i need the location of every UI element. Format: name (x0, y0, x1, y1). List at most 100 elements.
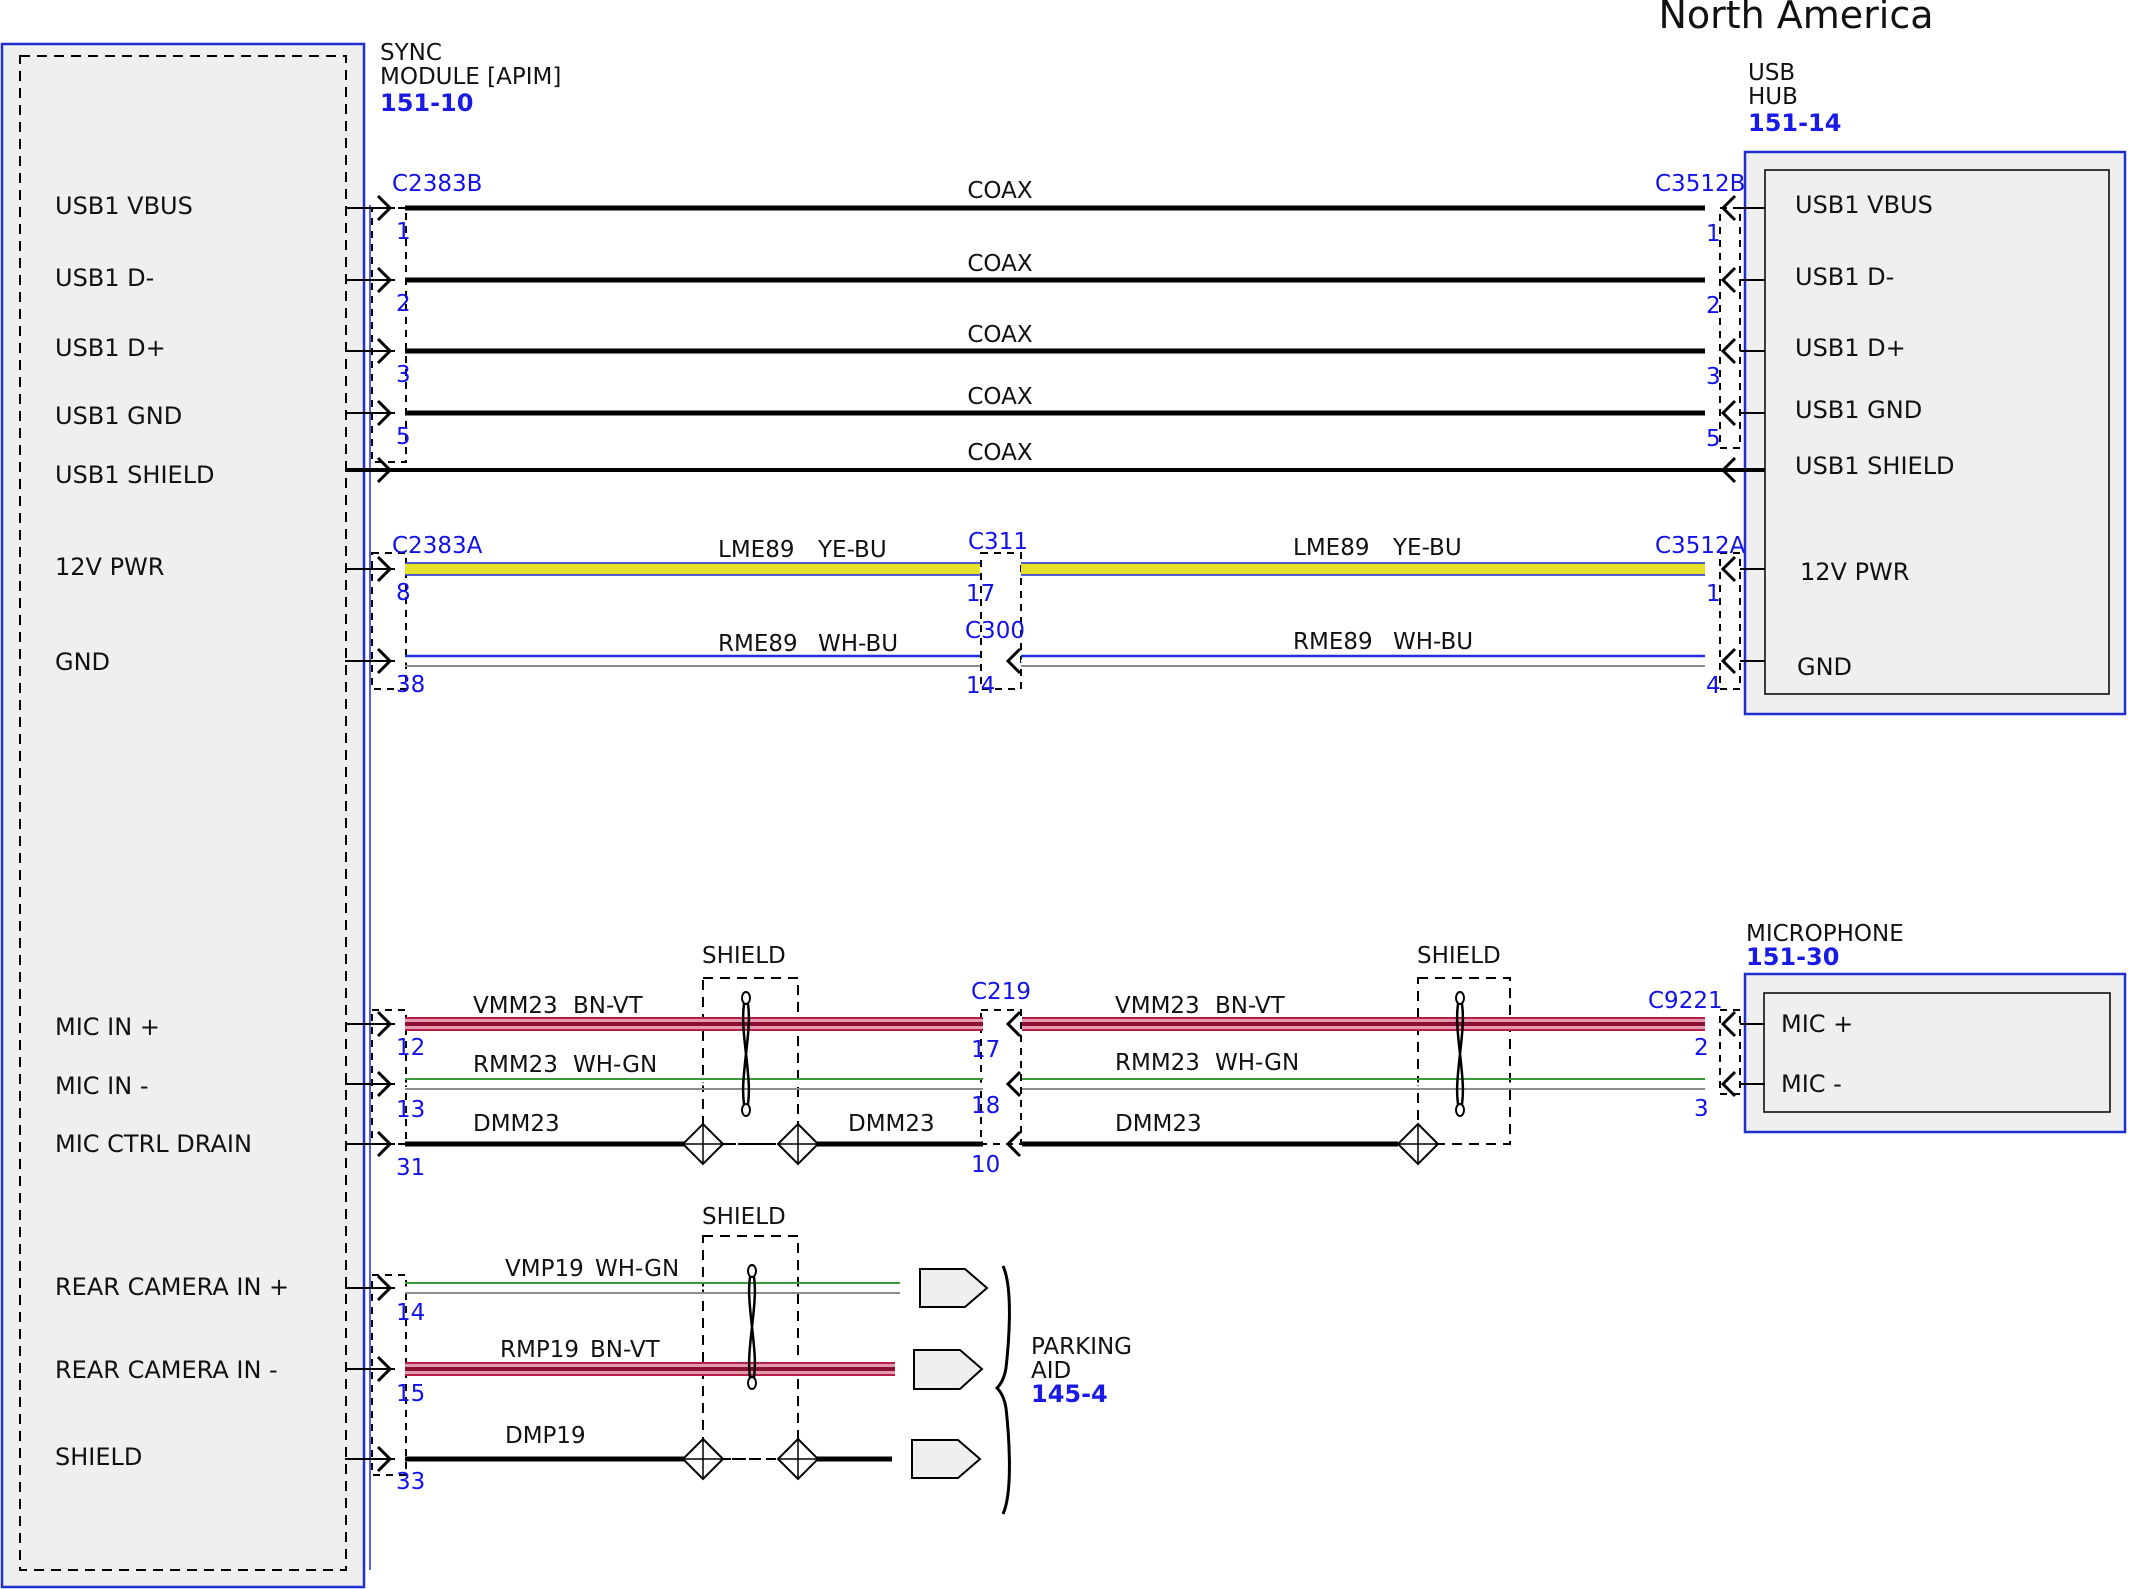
connector-c3512b: C3512B (1655, 171, 1745, 197)
sync-pin-12v-pwr: 12V PWR (55, 553, 164, 581)
connector-c2383a: C2383A (392, 533, 483, 559)
sync-pin-labels: USB1 VBUS USB1 D- USB1 D+ USB1 GND USB1 … (55, 192, 289, 1471)
connector-c300: C300 (965, 618, 1025, 644)
mic-shield-label-right: SHIELD (1417, 943, 1501, 969)
sync-pin-shield: SHIELD (55, 1443, 142, 1471)
sync-pin-mic-in-minus: MIC IN - (55, 1072, 149, 1100)
pin-cam-14: 14 (396, 1300, 425, 1326)
wire-mic-plus-color-right: BN-VT (1215, 993, 1286, 1019)
usb-hub-name-line1: USB (1748, 60, 1795, 86)
sync-pin-usb1-gnd: USB1 GND (55, 402, 182, 430)
sync-pin-mic-in-plus: MIC IN + (55, 1013, 160, 1041)
hub-pin-usb1-shield: USB1 SHIELD (1795, 452, 1955, 480)
parking-aid-name-line1: PARKING (1031, 1334, 1132, 1360)
connector-c3512a: C3512A (1655, 533, 1746, 559)
sync-pin-rear-camera-in-plus: REAR CAMERA IN + (55, 1273, 289, 1301)
pin-pwr-c311: 17 (966, 581, 995, 607)
pin-usb-right-2: 2 (1706, 293, 1721, 319)
mic-twisted-pair-left (740, 990, 752, 1118)
sync-module-ref: 151-10 (380, 89, 473, 117)
usb-hub-ref: 151-14 (1748, 109, 1841, 137)
connector-c2383b: C2383B (392, 171, 482, 197)
wire-label-coax-2: COAX (967, 251, 1032, 277)
wire-mic-minus (345, 1070, 1765, 1098)
wire-gnd-circuit-right: RME89 (1293, 629, 1373, 655)
pin-mic-mid-18: 18 (971, 1093, 1000, 1119)
usb-hub-name-line2: HUB (1748, 84, 1798, 110)
mic-shield-label-left: SHIELD (702, 943, 786, 969)
parking-aid-brace (994, 1265, 1011, 1515)
wire-gnd (345, 647, 1765, 675)
wire-cam-shield-circuit: DMP19 (505, 1423, 586, 1449)
parking-aid-ref: 145-4 (1031, 1380, 1108, 1408)
microphone-name: MICROPHONE (1746, 921, 1904, 947)
wire-mic-minus-circuit-left: RMM23 (473, 1052, 558, 1078)
pin-mic-left-13: 13 (396, 1097, 425, 1123)
mic-twisted-pair-right (1454, 990, 1466, 1118)
hub-pin-usb1-vbus: USB1 VBUS (1795, 191, 1933, 219)
sync-module-name-line2: MODULE [APIM] (380, 64, 561, 90)
pin-cam-15: 15 (396, 1381, 425, 1407)
parking-aid-name: PARKING AID (1031, 1334, 1139, 1384)
camera-shield-box (702, 1235, 799, 1460)
wire-label-coax-1: COAX (967, 178, 1032, 204)
connector-c9221: C9221 (1648, 988, 1723, 1014)
hub-pin-12v-pwr: 12V PWR (1800, 558, 1909, 586)
pin-usb-right-5: 5 (1706, 426, 1721, 452)
sync-pin-usb1-vbus: USB1 VBUS (55, 192, 193, 220)
connector-outlines (371, 207, 1741, 1476)
pin-mic-left-12: 12 (396, 1035, 425, 1061)
pin-pwr-hub: 1 (1706, 581, 1721, 607)
wire-cam-shield (345, 1438, 982, 1480)
wire-mic-plus-color-left: BN-VT (573, 993, 644, 1019)
usb-hub-module (1743, 150, 2127, 716)
pin-gnd-c300: 14 (966, 673, 995, 699)
hub-pin-gnd: GND (1797, 653, 1852, 681)
wire-mic-drain (345, 1123, 1439, 1165)
pin-usb-left-5: 5 (396, 424, 411, 450)
sync-module-name: SYNC MODULE [APIM] (380, 40, 561, 90)
pin-usb-left-1: 1 (396, 219, 411, 245)
sync-pin-gnd: GND (55, 648, 110, 676)
mic-pin-minus: MIC - (1781, 1070, 1842, 1098)
wire-label-coax-5: COAX (967, 440, 1032, 466)
pin-usb-left-2: 2 (396, 291, 411, 317)
wire-mic-drain-circuit-right: DMM23 (1115, 1111, 1202, 1137)
wire-cam-minus-color: BN-VT (590, 1337, 661, 1363)
wire-cam-plus-color: WH-GN (595, 1256, 679, 1282)
pin-gnd-hub: 4 (1706, 673, 1721, 699)
wire-pwr-color-left: YE-BU (817, 537, 887, 563)
wire-gnd-color-left: WH-BU (818, 631, 898, 657)
pin-usb-right-3: 3 (1706, 364, 1721, 390)
connector-c311: C311 (968, 529, 1028, 555)
wire-cam-plus-circuit: VMP19 (505, 1256, 584, 1282)
usb-hub-name: USB HUB (1748, 60, 1803, 110)
wire-pwr-color-right: YE-BU (1392, 535, 1462, 561)
wire-12v-pwr (345, 555, 1765, 583)
connector-c219: C219 (971, 979, 1031, 1005)
wire-pwr-circuit-right: LME89 (1293, 535, 1369, 561)
sync-pin-rear-camera-in-minus: REAR CAMERA IN - (55, 1356, 278, 1384)
sync-pin-usb1-d-plus: USB1 D+ (55, 334, 166, 362)
usb-hub-pin-labels: USB1 VBUS USB1 D- USB1 D+ USB1 GND USB1 … (1795, 191, 1955, 681)
sync-pin-usb1-shield: USB1 SHIELD (55, 461, 215, 489)
wire-mic-drain-circuit-left: DMM23 (473, 1111, 560, 1137)
hub-pin-usb1-gnd: USB1 GND (1795, 396, 1922, 424)
pin-gnd-sync: 38 (396, 672, 425, 698)
wire-label-coax-4: COAX (967, 384, 1032, 410)
wire-mic-plus-circuit-right: VMM23 (1115, 993, 1200, 1019)
region-title: North America (1658, 0, 1933, 37)
pin-cam-33: 33 (396, 1469, 425, 1495)
wire-mic-plus (345, 1010, 1765, 1038)
sync-pin-usb1-d-minus: USB1 D- (55, 264, 154, 292)
mic-pin-plus: MIC + (1781, 1010, 1853, 1038)
mic-shield-boxes (702, 977, 1511, 1145)
usb-connector-arrows (376, 194, 1737, 484)
pin-pwr-sync: 8 (396, 580, 411, 606)
wire-cam-plus (345, 1268, 989, 1308)
pin-mic-mid-10: 10 (971, 1152, 1000, 1178)
pin-usb-left-3: 3 (396, 362, 411, 388)
sync-module (0, 42, 371, 1589)
wire-mic-plus-circuit-left: VMM23 (473, 993, 558, 1019)
